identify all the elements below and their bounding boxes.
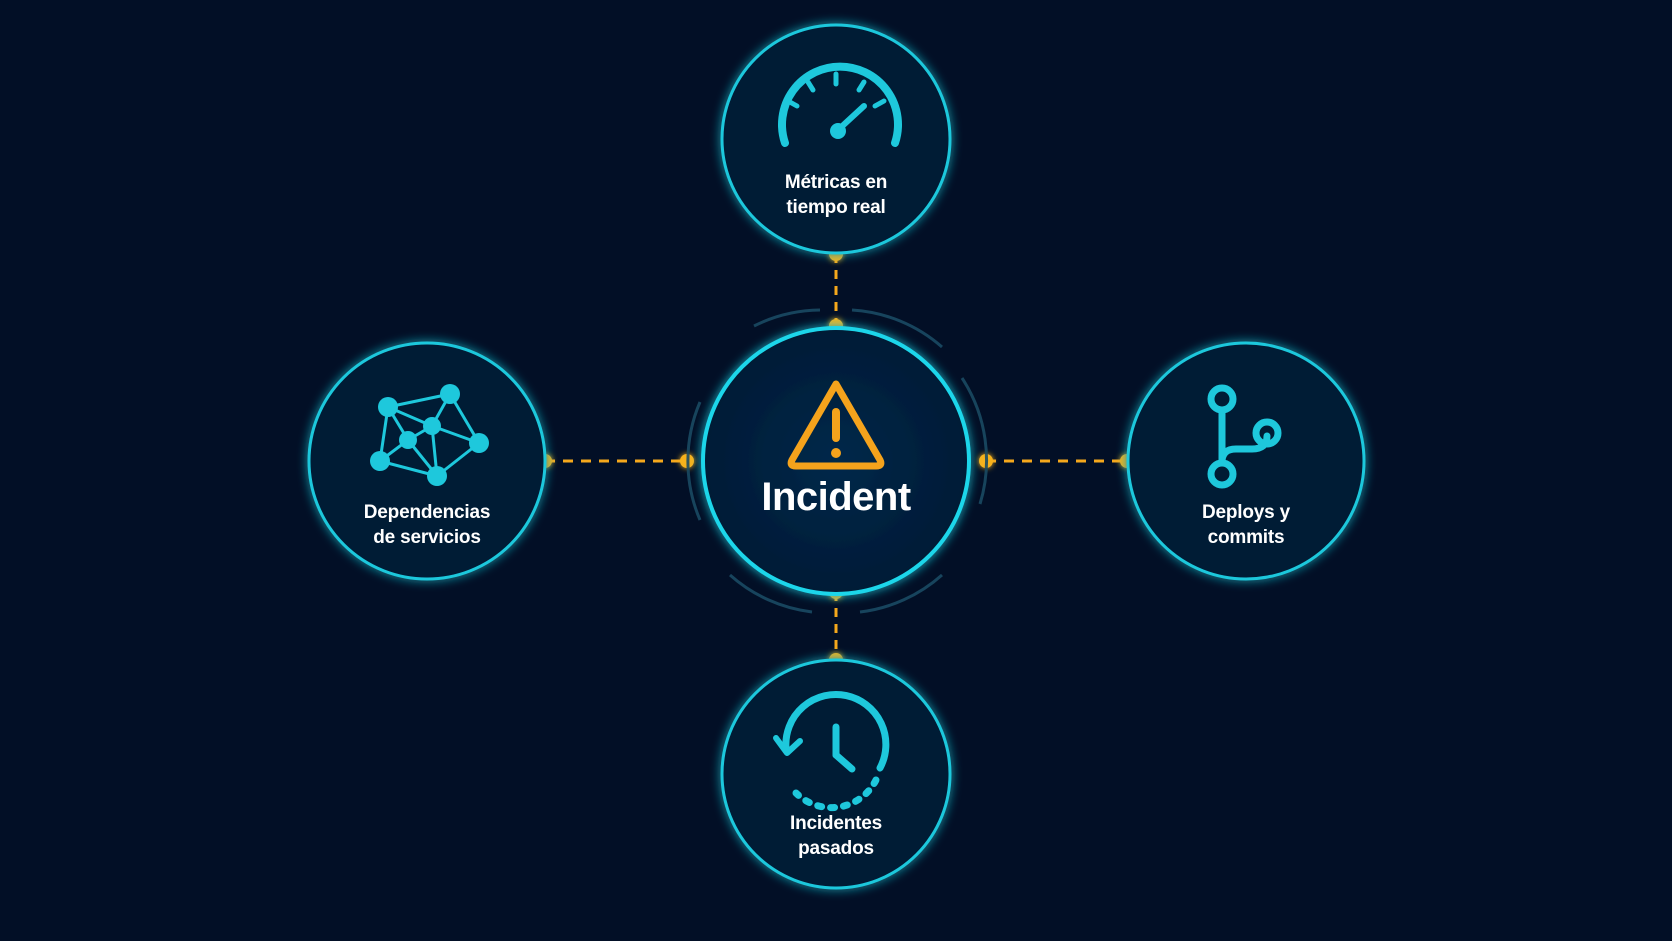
center-node	[686, 308, 988, 614]
connector-bottom	[829, 585, 843, 667]
node-top-label-line2: tiempo real	[786, 197, 886, 218]
history-clock-icon	[773, 690, 890, 812]
node-left-circle	[307, 341, 547, 581]
node-left-label: Dependencias de servicios	[317, 500, 537, 550]
node-right-label-line1: Deploys y	[1202, 502, 1290, 523]
warning-triangle-icon	[787, 380, 885, 470]
node-right-circle	[1126, 341, 1366, 581]
center-label: Incident	[761, 475, 911, 519]
connector-right	[979, 454, 1134, 468]
node-right-label: Deploys y commits	[1136, 500, 1356, 550]
node-right-label-line2: commits	[1207, 527, 1285, 548]
node-bottom-circle	[720, 658, 952, 890]
node-top-label-line1: Métricas en	[784, 172, 888, 193]
node-top-label: Métricas en tiempo real	[726, 170, 946, 220]
network-graph-icon	[370, 384, 489, 486]
connector-top	[829, 247, 843, 333]
speedometer-icon	[778, 62, 902, 147]
node-left-label-line1: Dependencias	[363, 502, 491, 523]
node-left-label-line2: de servicios	[373, 527, 481, 548]
node-bottom-label-line2: pasados	[798, 838, 874, 859]
node-bottom-label-line1: Incidentes	[790, 813, 882, 834]
node-bottom-label: Incidentes pasados	[726, 811, 946, 861]
node-top-circle	[720, 23, 952, 255]
git-branch-icon	[1207, 384, 1282, 489]
connector-left	[538, 454, 694, 468]
